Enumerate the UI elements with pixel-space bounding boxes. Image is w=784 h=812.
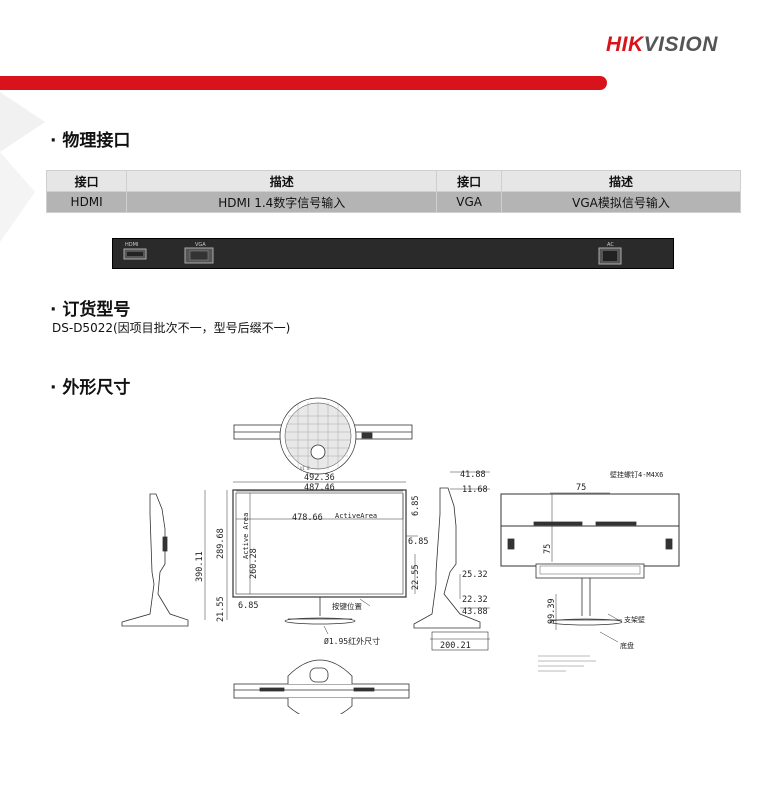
dim-label: 289.68 [216, 528, 226, 559]
model-number-text: DS-D5022(因项目批次不一，型号后缀不一) [52, 321, 291, 335]
section-title-ordering: · 订货型号 [50, 300, 131, 320]
table-header-cell: 描述 [500, 170, 742, 192]
dim-label: 25.32 [462, 570, 488, 580]
section-title-interfaces: · 物理接口 [50, 131, 131, 151]
table-row: HDMI HDMI 1.4数字信号输入 VGA VGA模拟信号输入 [45, 191, 742, 213]
port-strip-graphic: HDMI VGA AC [123, 242, 622, 265]
table-header-cell: 接口 [436, 170, 502, 192]
table-cell: VGA [436, 191, 502, 213]
ac-power-socket [603, 251, 617, 261]
table-header-cell: 描述 [126, 170, 438, 192]
button-position-label: 按键位置 [332, 601, 362, 611]
table-cell: HDMI [45, 191, 128, 213]
rear-view-drawing [500, 492, 680, 643]
bottom-view-drawing [233, 659, 410, 714]
dimension-drawings: UI E [121, 397, 680, 714]
ac-port-label: AC [607, 242, 614, 248]
dim-label: 22.55 [411, 564, 421, 590]
dim-label: 260.28 [249, 548, 259, 579]
dim-label: 492.36 [304, 473, 335, 483]
stand-label: 支架壁 [624, 615, 645, 624]
dim-label: 43.88 [462, 607, 488, 617]
ir-size-label: Ø1.95红外尺寸 [324, 636, 380, 646]
svg-text:UI E: UI E [300, 466, 310, 471]
hdmi-port-label: HDMI [125, 242, 138, 248]
dim-label: ActiveArea [335, 512, 377, 520]
table-cell: VGA模拟信号输入 [500, 191, 742, 213]
section-title-dimensions: · 外形尺寸 [50, 378, 131, 398]
dim-label: 41.88 [460, 470, 486, 480]
dim-label: 75 [543, 544, 553, 554]
hdmi-port-slot [127, 252, 143, 256]
base-label: 底盘 [620, 641, 634, 650]
ports-table: 接口 描述 接口 描述 HDMI HDMI 1.4数字信号输入 VGA VGA模… [45, 170, 742, 213]
dim-label: 75 [576, 483, 586, 493]
table-cell: HDMI 1.4数字信号输入 [126, 191, 438, 213]
drawing-notes [538, 655, 596, 672]
dim-label: 6.85 [411, 496, 421, 516]
dim-label: Active Area [242, 513, 250, 559]
dim-label: 200.21 [440, 641, 471, 651]
right-side-view-drawing [413, 471, 490, 651]
vga-port-socket [189, 250, 209, 261]
decorative-watermark [0, 92, 45, 242]
dim-label: 6.85 [238, 601, 258, 611]
left-side-view-drawing [121, 493, 189, 627]
table-header-cell: 接口 [45, 170, 128, 192]
hikvision-logo: HIKVISION [606, 33, 718, 56]
vga-port-label: VGA [195, 242, 206, 248]
dim-label: 478.66 [292, 513, 323, 523]
top-view-drawing: UI E [233, 397, 413, 475]
back-panel-port-strip: HDMI VGA AC [112, 238, 674, 269]
dim-label: 99.39 [547, 598, 557, 624]
front-view-drawing [204, 481, 418, 635]
dim-label: 390.11 [195, 551, 205, 582]
dim-label: 6.85 [408, 537, 428, 547]
dim-label: 11.68 [462, 485, 488, 495]
wall-screw-label: 壁挂螺钉4-M4X6 [610, 470, 663, 479]
dim-label: 21.55 [216, 596, 226, 622]
header-red-bar [0, 76, 607, 90]
table-header-row: 接口 描述 接口 描述 [45, 170, 742, 192]
dim-label: 22.32 [462, 595, 488, 605]
dim-label: 487.46 [304, 483, 335, 493]
